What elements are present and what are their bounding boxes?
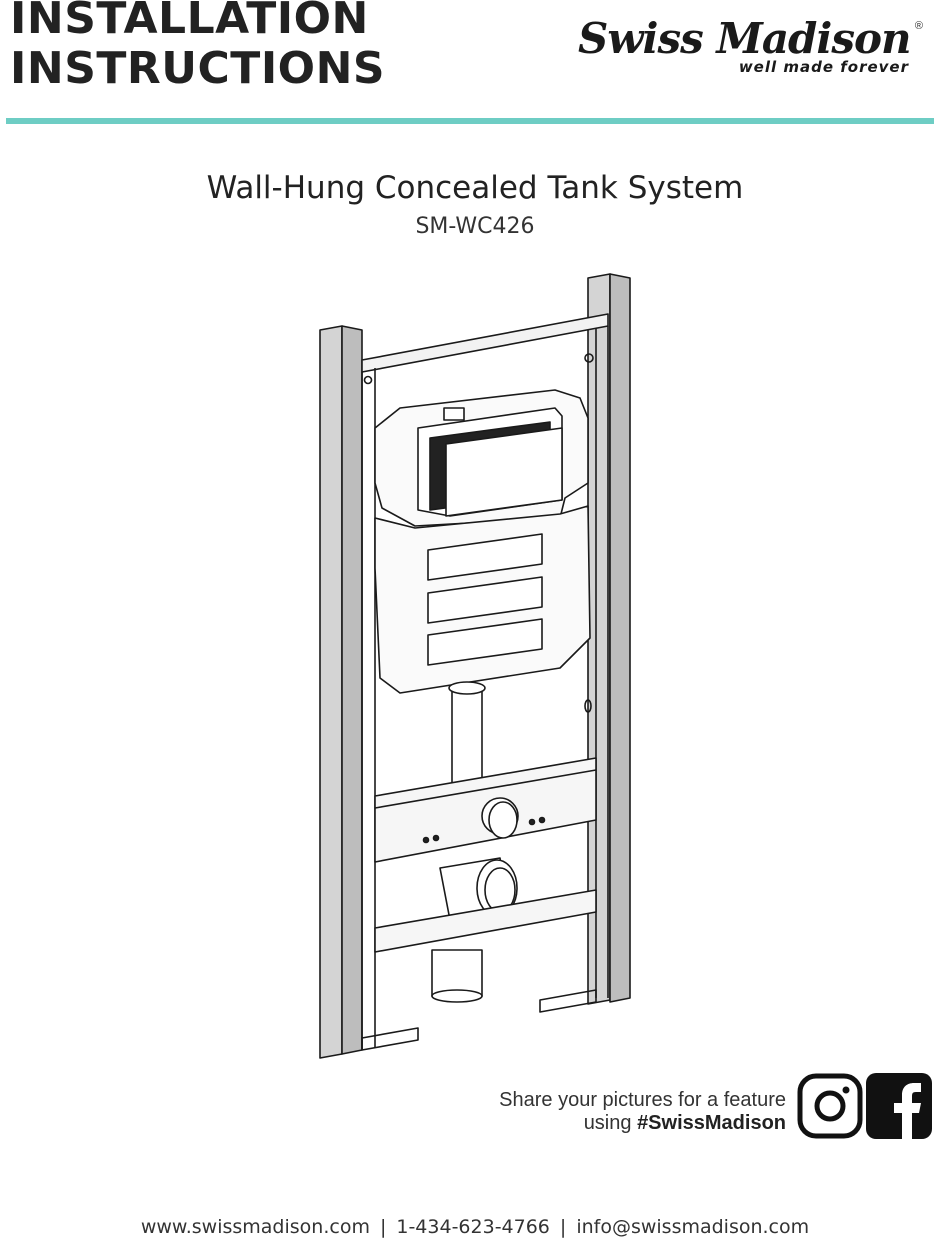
website-link[interactable]: www.swissmadison.com bbox=[140, 1216, 370, 1238]
brand-logo: Swiss Madison ® well made forever bbox=[578, 14, 923, 84]
header-divider bbox=[6, 118, 934, 124]
share-prompt: Share your pictures for a feature using … bbox=[499, 1089, 786, 1135]
footer-separator: | bbox=[379, 1216, 387, 1238]
logo-wordmark: Swiss Madison bbox=[578, 14, 912, 63]
registered-mark: ® bbox=[914, 20, 923, 32]
instagram-icon[interactable] bbox=[797, 1073, 863, 1139]
contact-footer: www.swissmadison.com | 1-434-623-4766 | info… bbox=[0, 1216, 950, 1238]
heading-line-2: INSTRUCTIONS bbox=[10, 43, 386, 94]
logo-tagline: well made forever bbox=[738, 58, 909, 76]
document-heading: INSTALLATION INSTRUCTIONS bbox=[10, 0, 385, 94]
share-prefix: using bbox=[583, 1112, 638, 1134]
product-title: Wall-Hung Concealed Tank System bbox=[206, 170, 744, 206]
hashtag: #SwissMadison bbox=[637, 1112, 786, 1134]
phone-number[interactable]: 1-434-623-4766 bbox=[396, 1216, 550, 1238]
heading-line-1: INSTALLATION bbox=[10, 0, 369, 44]
facebook-icon[interactable] bbox=[866, 1073, 932, 1139]
product-model: SM-WC426 bbox=[415, 214, 535, 239]
footer-separator: | bbox=[559, 1216, 567, 1238]
concealed-tank-frame-drawing bbox=[319, 273, 631, 1059]
email-link[interactable]: info@swissmadison.com bbox=[576, 1216, 810, 1238]
share-line-2: using #SwissMadison bbox=[499, 1112, 786, 1135]
share-line-1: Share your pictures for a feature bbox=[499, 1089, 786, 1111]
